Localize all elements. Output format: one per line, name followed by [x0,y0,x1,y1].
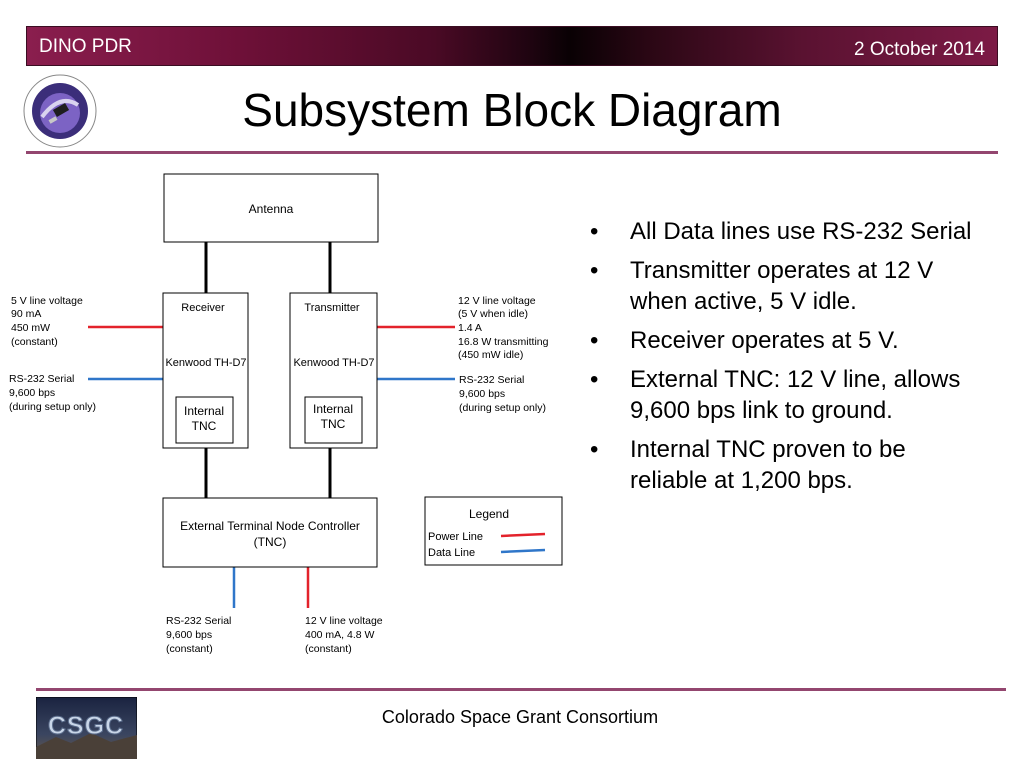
external-tnc-line2: (TNC) [254,535,287,549]
transmitter-internal-tnc-line1: Internal [313,402,353,416]
transmitter-power-note-line: (450 mW idle) [458,349,523,361]
dino-patch-logo [23,74,97,148]
antenna-label: Antenna [249,202,294,216]
transmitter-data-note-line: RS-232 Serial [459,374,524,386]
transmitter-model: Kenwood TH-D7 [293,357,374,369]
external-tnc-line1: External Terminal Node Controller [180,519,360,533]
receiver-data-note-line: 9,600 bps [9,387,55,399]
bullet-list: All Data lines use RS-232 Serial Transmi… [590,216,980,504]
legend-power-swatch [500,532,546,538]
transmitter-power-note-line: (5 V when idle) [458,308,528,320]
legend-data-swatch [500,548,546,554]
legend-data-label: Data Line [428,547,475,559]
receiver-internal-tnc-line1: Internal [184,404,224,418]
receiver-data-note-line: (during setup only) [9,401,96,413]
receiver-internal-tnc-box [175,396,234,444]
transmitter-label: Transmitter [304,302,360,314]
tnc-power-note-line: 400 mA, 4.8 W [305,629,375,641]
receiver-internal-tnc-line2: TNC [192,419,217,433]
receiver-data-note: RS-232 Serial 9,600 bps (during setup on… [9,373,96,413]
tnc-power-note-line: (constant) [305,643,352,655]
transmitter-power-note-line: 12 V line voltage [458,295,536,307]
transmitter-data-note: RS-232 Serial 9,600 bps (during setup on… [459,374,546,414]
receiver-model: Kenwood TH-D7 [165,357,246,369]
transmitter-internal-tnc-box [304,396,363,444]
receiver-data-note-line: RS-232 Serial [9,373,74,385]
footer-divider [36,688,1006,691]
legend-box [424,496,563,566]
bullet-item: Receiver operates at 5 V. [590,325,980,356]
title-divider [26,151,998,154]
tnc-power-note: 12 V line voltage 400 mA, 4.8 W (constan… [305,615,383,655]
transmitter-data-note-line: (during setup only) [459,402,546,414]
receiver-label: Receiver [181,302,225,314]
project-label: DINO PDR [39,36,132,57]
svg-text:CSGC: CSGC [48,712,124,740]
bullet-item: Internal TNC proven to be reliable at 1,… [590,434,980,496]
transmitter-internal-tnc-line2: TNC [321,417,346,431]
receiver-power-note-line: 5 V line voltage [11,295,83,307]
csgc-logo: CSGC [36,697,137,759]
legend-title: Legend [469,507,509,521]
bullet-item: Transmitter operates at 12 V when active… [590,255,980,317]
footer-text: Colorado Space Grant Consortium [381,707,659,727]
receiver-power-note-line: 450 mW [11,322,50,334]
transmitter-data-note-line: 9,600 bps [459,388,505,400]
bullet-item: External TNC: 12 V line, allows 9,600 bp… [590,364,980,426]
tnc-power-note-line: 12 V line voltage [305,615,383,627]
external-tnc-box [162,497,378,568]
header-date: 2 October 2014 [854,39,985,60]
receiver-power-note-line: 90 mA [11,308,41,320]
transmitter-power-note-line: 1.4 A [458,322,482,334]
transmitter-power-note: 12 V line voltage (5 V when idle) 1.4 A … [458,295,549,361]
tnc-data-note: RS-232 Serial 9,600 bps (constant) [166,615,231,655]
page-title: Subsystem Block Diagram [242,84,782,136]
tnc-data-note-line: RS-232 Serial [166,615,231,627]
bullet-item: All Data lines use RS-232 Serial [590,216,980,247]
header-bar: DINO PDR 2 October 2014 [26,26,998,66]
transmitter-power-note-line: 16.8 W transmitting [458,336,549,348]
receiver-power-note-line: (constant) [11,336,58,348]
receiver-power-note: 5 V line voltage 90 mA 450 mW (constant) [11,295,83,348]
tnc-data-note-line: (constant) [166,643,213,655]
antenna-box [163,173,379,243]
legend-power-label: Power Line [428,531,483,543]
tnc-data-note-line: 9,600 bps [166,629,212,641]
